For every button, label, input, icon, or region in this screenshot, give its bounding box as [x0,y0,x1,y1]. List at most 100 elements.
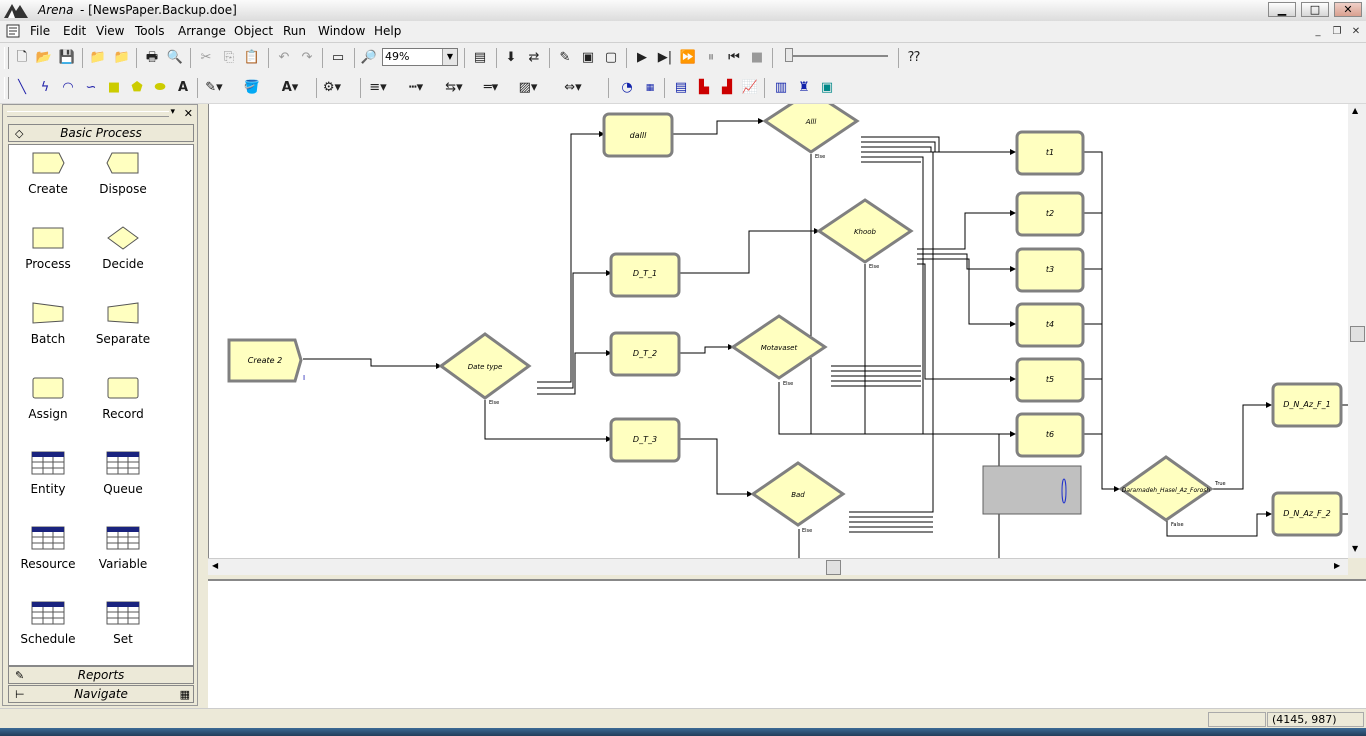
resource-icon[interactable]: ♜ [798,80,810,95]
step-icon[interactable]: ▶| [657,50,673,65]
submodel-down-icon[interactable]: ⬇ [505,50,517,65]
layers-icon[interactable]: ▤ [473,50,487,65]
level-icon[interactable]: ▙ [699,80,709,95]
menu-file[interactable]: File [30,24,51,38]
decide-bad[interactable]: Bad Else [750,461,846,534]
ellipse-icon[interactable]: ⬬ [154,80,166,95]
template-detach-icon[interactable]: 📁 [113,50,131,65]
horizontal-scrollbar[interactable]: ◀ ▶ [208,558,1348,575]
decide-khoob[interactable]: Khoob Else [816,198,914,270]
module-process[interactable]: Process [13,226,83,271]
check-model-icon[interactable]: ✎ [559,50,571,65]
polyline-icon[interactable]: ϟ [40,80,50,95]
start-over-icon[interactable]: ⏮ [728,50,740,65]
create-module[interactable]: Create 2 I [227,338,305,383]
process-t1[interactable]: t1 [1015,130,1085,176]
line-style-icon[interactable]: ┅▾ [408,80,424,95]
toolbar-grip[interactable] [4,77,9,99]
mdi-minimize-icon[interactable]: _ [1315,26,1321,37]
global-icon[interactable]: ▣ [820,80,834,95]
line-width-icon[interactable]: ≡▾ [369,80,387,95]
zoom-dropdown[interactable]: 49% ▼ [382,48,458,66]
menu-window[interactable]: Window [318,24,366,38]
plot-icon[interactable]: 📈 [741,80,759,95]
connect-icon[interactable]: ⇄ [528,50,540,65]
mdi-close-icon[interactable]: ✕ [1351,26,1361,37]
slider-thumb[interactable] [785,48,793,62]
fast-forward-icon[interactable]: ⏩ [679,50,697,65]
open-icon[interactable]: 📂 [35,50,53,65]
vertical-scroll-thumb[interactable] [1350,326,1365,342]
process-t5[interactable]: t5 [1015,357,1085,403]
menu-help[interactable]: Help [374,24,402,38]
document-icon[interactable] [6,24,20,38]
cut-icon[interactable]: ✂ [200,50,212,65]
decide-date-type[interactable]: Date type Else [438,332,532,406]
line-pattern-icon[interactable]: ═▾ [483,80,499,95]
variable-icon[interactable]: ▤ [674,80,688,95]
undo-icon[interactable]: ↶ [278,50,290,65]
redo-icon[interactable]: ↷ [301,50,313,65]
process-d-t-2[interactable]: D_T_2 [609,331,681,377]
spreadsheet-pane[interactable] [208,579,1366,709]
module-assign[interactable]: Assign [13,376,83,421]
process-t4[interactable]: t4 [1015,302,1085,348]
menu-tools[interactable]: Tools [135,24,165,38]
clock-icon[interactable]: ◔ [621,80,633,95]
project-bar-grip[interactable] [7,111,169,117]
line-icon[interactable]: ╲ [18,80,26,95]
scroll-down-icon[interactable]: ▼ [1352,544,1359,553]
module-create[interactable]: Create [13,151,83,196]
mdi-restore-icon[interactable]: ❐ [1332,26,1342,37]
fill-color-icon[interactable]: 🪣▾ [243,80,261,115]
polygon-icon[interactable]: ⬟ [131,80,143,95]
zoom-icon[interactable]: 🔎 [360,50,378,65]
line-color-icon[interactable]: ✎▾ [205,80,223,95]
panel-basic-process[interactable]: ◇ Basic Process [8,124,194,142]
go-icon[interactable]: ▶ [637,50,647,65]
module-variable[interactable]: Variable [88,526,158,571]
context-help-icon[interactable]: ⁇ [908,50,920,65]
template-attach-icon[interactable]: 📁 [89,50,107,65]
animation-box[interactable] [982,465,1082,515]
menu-run[interactable]: Run [283,24,307,38]
animation-speed-slider[interactable] [790,55,888,57]
process-t2[interactable]: t2 [1015,191,1085,237]
module-queue[interactable]: Queue [88,451,158,496]
toolbar-grip[interactable] [4,47,9,69]
animate-icon[interactable]: ▣ [581,50,595,65]
process-d-t-3[interactable]: D_T_3 [609,417,681,463]
process-d-n-az-f-2[interactable]: D_N_Az_F_2 [1271,491,1343,537]
menu-edit[interactable]: Edit [63,24,87,38]
minimize-button[interactable]: ▁ [1268,2,1296,17]
flowchart[interactable]: Create 2 I Date type Else dalll D_T_1 D_… [209,104,1349,558]
decide-alll[interactable]: Alll Else [762,104,860,160]
menu-view[interactable]: View [96,24,125,38]
save-icon[interactable]: 💾 [58,50,76,65]
new-icon[interactable]: 🗋 [16,50,28,65]
align-icon[interactable]: ⇔▾ [564,80,582,95]
date-icon[interactable]: ▦ [645,83,655,93]
process-dalll[interactable]: dalll [602,112,674,158]
process-d-t-1[interactable]: D_T_1 [609,252,681,298]
horizontal-scroll-thumb[interactable] [826,560,841,575]
maximize-button[interactable]: □ [1301,2,1329,17]
module-resource[interactable]: Resource [13,526,83,571]
module-record[interactable]: Record [88,376,158,421]
module-decide[interactable]: Decide [88,226,158,271]
scroll-left-icon[interactable]: ◀ [212,561,219,570]
end-icon[interactable]: ■ [750,50,764,65]
histogram-icon[interactable]: ▟ [722,80,732,95]
bezier-icon[interactable]: ∽ [85,80,97,95]
box-icon[interactable]: ■ [107,80,121,95]
decide-daramadeh[interactable]: Daramadeh_Hasel_Az_Forosh True False [1118,455,1226,528]
queue-icon[interactable]: ▥ [774,80,788,95]
text-icon[interactable]: A [177,80,189,95]
module-entity[interactable]: Entity [13,451,83,496]
scroll-right-icon[interactable]: ▶ [1334,561,1341,570]
print-icon[interactable]: 🖶 [145,50,159,65]
decide-motavaset[interactable]: Motavaset Else [730,314,828,387]
background-color-icon[interactable]: ⚙▾ [322,80,342,95]
panel-navigate[interactable]: ⊢ Navigate ▦ [8,685,194,703]
module-batch[interactable]: Batch [13,301,83,346]
